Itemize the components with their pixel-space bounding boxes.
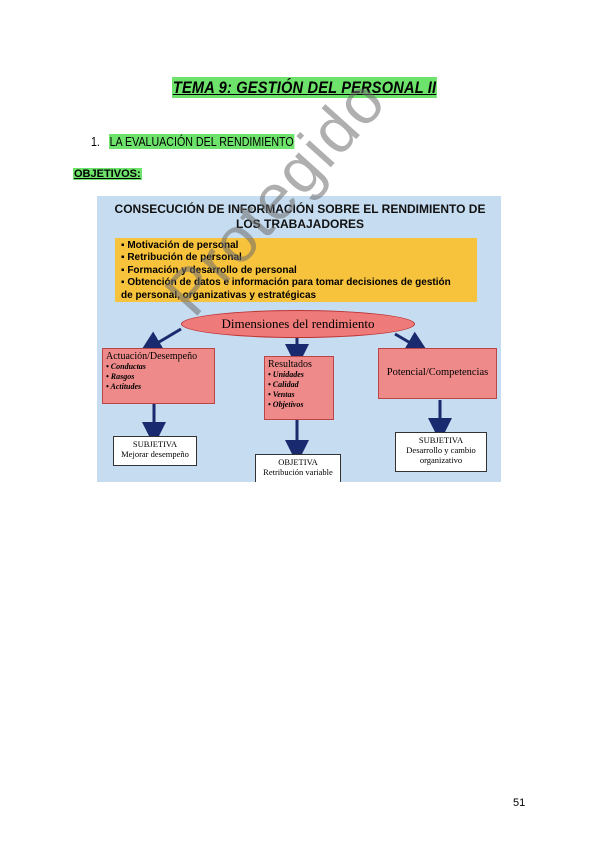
page-title: TEMA 9: GESTIÓN DEL PERSONAL II (172, 77, 438, 98)
resultados-item: • Ventas (268, 390, 295, 399)
resultados-item: • Unidades (268, 370, 304, 379)
subjetiva-right-desc2: organizativo (419, 455, 463, 465)
section-title: LA EVALUACIÓN DEL RENDIMIENTO (108, 134, 295, 149)
objectives-box: ▪ Motivación de personal ▪ Retribución d… (115, 238, 477, 302)
subjetiva-left-title: SUBJETIVA (132, 439, 178, 449)
section-number: 1. (91, 134, 100, 149)
resultados-box: Resultados • Unidades • Calidad • Ventas… (264, 356, 334, 420)
potencial-box: Potencial/Competencias (378, 348, 497, 399)
subjetiva-right-box: SUBJETIVA Desarrollo y cambio organizati… (395, 432, 487, 472)
potencial-title: Potencial/Competencias (386, 367, 489, 378)
objetivos-label: OBJETIVOS: (73, 168, 142, 180)
subjetiva-right-desc: Desarrollo y cambio (406, 445, 476, 455)
objective-item: ▪ Formación y desarrollo de personal (121, 264, 297, 276)
actuacion-title: Actuación/Desempeño (106, 351, 198, 362)
diagram-header: CONSECUCIÓN DE INFORMACIÓN SOBRE EL REND… (114, 202, 486, 231)
objetiva-box: OBJETIVA Retribución variable (255, 454, 341, 482)
diagram-arrows (138, 327, 452, 464)
actuacion-item: • Actitudes (106, 382, 142, 391)
objetiva-title: OBJETIVA (278, 457, 318, 467)
objective-item: ▪ Retribución de personal (121, 252, 242, 264)
subjetiva-right-title: SUBJETIVA (418, 435, 464, 445)
rendimiento-diagram: CONSECUCIÓN DE INFORMACIÓN SOBRE EL REND… (97, 196, 501, 482)
dimensiones-ellipse: Dimensiones del rendimiento (181, 310, 415, 338)
objetiva-desc: Retribución variable (263, 467, 333, 477)
arrow-left (138, 327, 182, 355)
resultados-item: • Calidad (268, 380, 299, 389)
subjetiva-left-box: SUBJETIVA Mejorar desempeño (113, 436, 197, 466)
section-heading: 1. LA EVALUACIÓN DEL RENDIMIENTO (91, 134, 295, 149)
actuacion-item: • Rasgos (106, 372, 135, 381)
objective-item: de personal, organizativas y estratégica… (121, 289, 317, 301)
arrow-right (394, 331, 430, 355)
resultados-title: Resultados (268, 359, 312, 370)
resultados-item: • Objetivos (268, 400, 304, 409)
actuacion-item: • Conductas (106, 362, 146, 371)
objective-item: ▪ Motivación de personal (121, 240, 239, 251)
actuacion-box: Actuación/Desempeño • Conductas • Rasgos… (102, 348, 215, 404)
objective-item: ▪ Obtención de datos e información para … (121, 277, 451, 289)
page-number: 51 (513, 797, 526, 809)
subjetiva-left-desc: Mejorar desempeño (121, 449, 189, 459)
